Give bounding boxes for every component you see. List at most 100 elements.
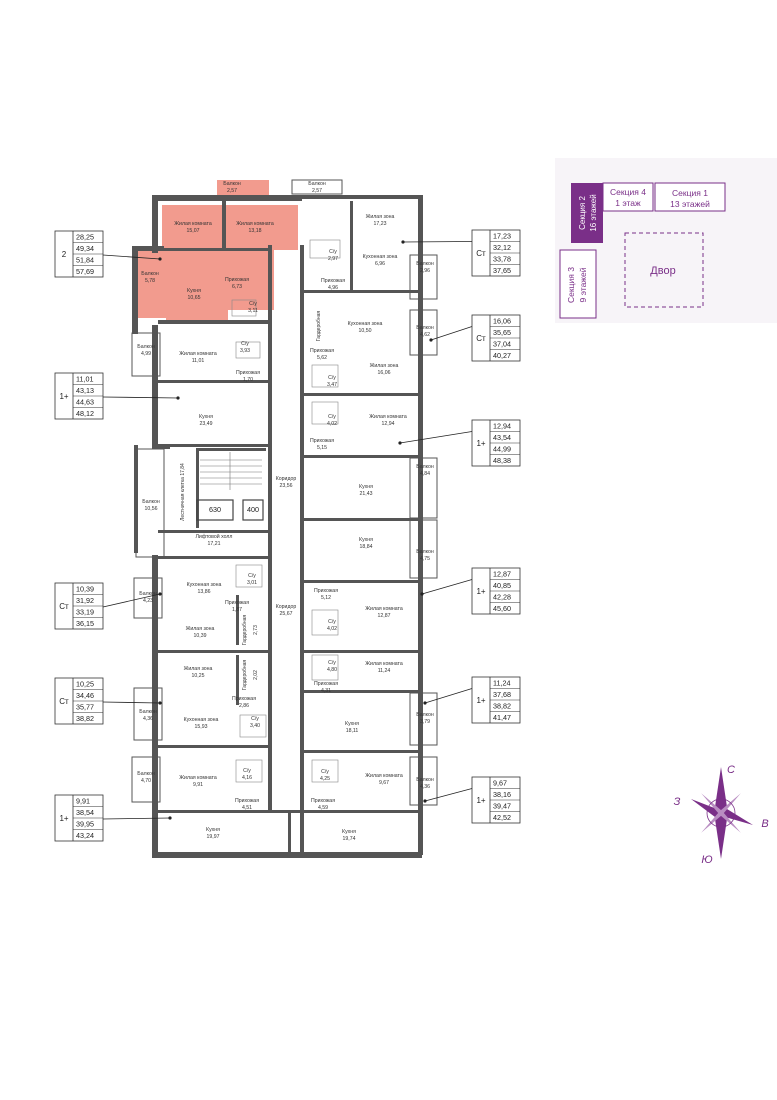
- apartment-area-value: 39,95: [76, 820, 94, 829]
- apartment-area-value: 43,24: [76, 831, 94, 840]
- apartment-area-value: 37,68: [493, 690, 511, 699]
- room-area: 10,56: [145, 506, 158, 512]
- apartment-area-value: 38,16: [493, 790, 511, 799]
- room-area: 15,07: [187, 228, 200, 234]
- leader-dot: [429, 338, 433, 342]
- apartment-area-value: 34,46: [76, 691, 94, 700]
- room-name: Балкон: [416, 712, 434, 718]
- room-name: Прихожая: [311, 798, 335, 804]
- section-3-label: Секция 3: [566, 267, 576, 303]
- room-name: Балкон: [137, 344, 155, 350]
- section-4-block[interactable]: [602, 182, 654, 212]
- room-name: Прихожая: [314, 681, 338, 687]
- apartment-area-value: 40,85: [493, 581, 511, 590]
- highlighted-apartment[interactable]: [137, 180, 298, 320]
- apartment-area-value: 12,87: [493, 570, 511, 579]
- room-area: 2,57: [312, 188, 322, 194]
- apartment-area-value: 43,54: [493, 433, 511, 442]
- fixtures: [231, 239, 341, 783]
- stairwell-label: Лестничная клетка 17,84: [180, 463, 186, 521]
- room-name: Жилая комната: [365, 661, 403, 667]
- room-area: 4,80: [327, 667, 337, 673]
- room-name: Прихожая: [314, 588, 338, 594]
- apartment-area-value: 41,47: [493, 713, 511, 722]
- apartment-area-value: 17,23: [493, 232, 511, 241]
- room-name: Балкон: [416, 464, 434, 470]
- room-name: Жилая комната: [179, 775, 217, 781]
- compass-north: С: [727, 764, 735, 776]
- room-name: Жилая комната: [179, 351, 217, 357]
- wardrobe-area-1: 2,73: [253, 625, 259, 635]
- apartment-area-value: 45,60: [493, 604, 511, 613]
- room-area: 4,75: [420, 556, 430, 562]
- leader-line: [102, 254, 161, 260]
- leader-line: [402, 241, 473, 243]
- room-area: 12,87: [378, 613, 391, 619]
- room-area: 18,84: [360, 544, 373, 550]
- room-name: Кухня: [359, 537, 373, 543]
- room-area: 5,15: [317, 445, 327, 451]
- room-name: Кухня: [345, 721, 359, 727]
- apartment-type: 1+: [59, 814, 68, 823]
- room-area: 4,31: [321, 688, 331, 694]
- room-name: Балкон: [137, 771, 155, 777]
- room-name: Жилая комната: [236, 221, 274, 227]
- room-name: С/у: [329, 249, 337, 255]
- room-area: 4,84: [420, 471, 430, 477]
- section-2-block[interactable]: [571, 183, 603, 243]
- apartment-type: 1+: [476, 696, 485, 705]
- apartment-area-value: 51,84: [76, 256, 94, 265]
- room-area: 4,70: [141, 778, 151, 784]
- section-3-floors: 9 этажей: [578, 267, 588, 302]
- apartment-area-value: 12,94: [493, 422, 511, 431]
- room-name: Жилая зона: [366, 214, 395, 220]
- apartment-area-value: 42,52: [493, 813, 511, 822]
- section-3-block[interactable]: [559, 249, 597, 319]
- section-1-label: Секция 1: [672, 188, 708, 198]
- leader-line: [399, 431, 473, 444]
- room-area: 10,25: [192, 673, 205, 679]
- room-area: 4,51: [242, 805, 252, 811]
- room-area: 6,96: [375, 261, 385, 267]
- apartment-area-value: 44,99: [493, 445, 511, 454]
- room-name: Прихожая: [310, 438, 334, 444]
- room-name: Кухня: [342, 829, 356, 835]
- lifts: 630 400: [196, 499, 264, 521]
- room-name: Прихожая: [225, 277, 249, 283]
- room-name: Кухня: [199, 414, 213, 420]
- room-area: 4,02: [327, 421, 337, 427]
- room-area: 11,01: [192, 358, 205, 364]
- apartment-type: Ст: [59, 602, 69, 611]
- lift-400: 400: [247, 505, 259, 514]
- apartment-area-value: 49,34: [76, 244, 94, 253]
- section-1-block[interactable]: [654, 182, 726, 212]
- apartment-area-value: 42,28: [493, 593, 511, 602]
- room-area: 23,56: [280, 483, 293, 489]
- room-area: 5,12: [321, 595, 331, 601]
- apartment-area-value: 38,82: [76, 714, 94, 723]
- room-area: 3,40: [250, 723, 260, 729]
- room-name: Балкон: [139, 591, 157, 597]
- leader-dot: [176, 396, 180, 400]
- room-area: 3,11: [248, 308, 258, 314]
- room-name: Балкон: [223, 181, 241, 187]
- room-area: 4,59: [318, 805, 328, 811]
- leader-line: [424, 788, 473, 802]
- room-area: 19,97: [207, 834, 220, 840]
- yard-area: [624, 232, 704, 308]
- room-area: 2,97: [328, 256, 338, 262]
- apartment-area-value: 16,06: [493, 317, 511, 326]
- room-name: Кухня: [359, 484, 373, 490]
